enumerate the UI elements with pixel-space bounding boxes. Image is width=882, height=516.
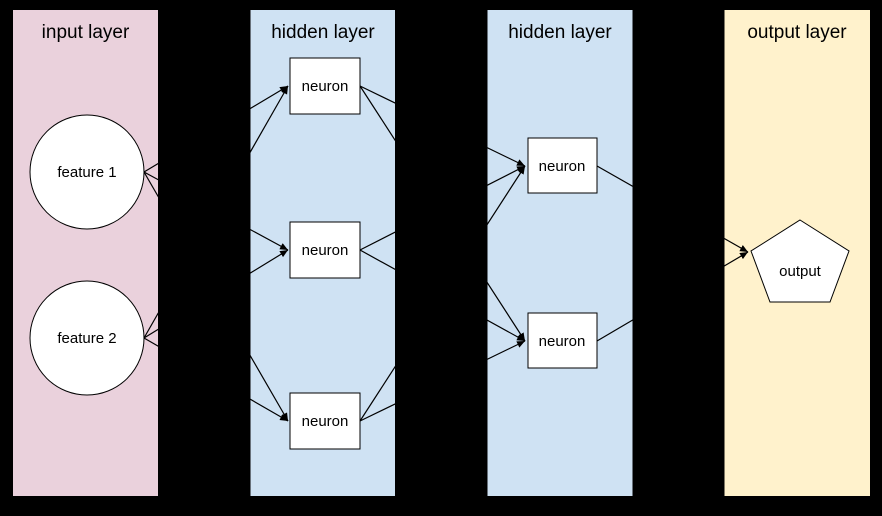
edge-neuron-1-to-neuron-5 bbox=[359, 85, 526, 342]
edge-feature-2-to-neuron-2 bbox=[143, 249, 289, 339]
hidden-layer-2-panel bbox=[487, 10, 633, 496]
edge-feature-1-to-neuron-3 bbox=[143, 171, 289, 422]
edge-neuron-5-to-output bbox=[596, 251, 749, 342]
output-label: output bbox=[779, 263, 822, 280]
edge-feature-2-to-neuron-1 bbox=[143, 85, 289, 339]
output-layer-title: output layer bbox=[747, 22, 847, 43]
neuron-1-node bbox=[289, 57, 361, 115]
neuron-2-node bbox=[289, 221, 361, 279]
output-node bbox=[750, 219, 850, 303]
edge-neuron-3-to-neuron-5 bbox=[359, 340, 526, 422]
edge-neuron-2-to-neuron-4 bbox=[359, 165, 526, 251]
hidden-layer-1-title: hidden layer bbox=[271, 22, 375, 43]
edge-neuron-2-to-neuron-5 bbox=[359, 249, 526, 342]
feature-1-node bbox=[29, 114, 145, 230]
feature-2-label: feature 2 bbox=[57, 330, 116, 347]
input-layer-title: input layer bbox=[42, 22, 130, 43]
neuron-5-label: neuron bbox=[539, 333, 586, 350]
edge-feature-2-to-neuron-3 bbox=[143, 337, 289, 422]
feature-2-node bbox=[29, 280, 145, 396]
hidden-layer-2-title: hidden layer bbox=[508, 22, 612, 43]
input-layer-panel bbox=[13, 10, 158, 496]
neuron-4-label: neuron bbox=[539, 158, 586, 175]
neuron-1-label: neuron bbox=[302, 78, 349, 95]
edge-neuron-1-to-neuron-4 bbox=[359, 85, 526, 167]
neuron-4-node bbox=[527, 137, 598, 194]
edge-neuron-3-to-neuron-4 bbox=[359, 165, 526, 422]
edge-neuron-4-to-output bbox=[596, 165, 749, 253]
neuron-5-node bbox=[527, 312, 598, 369]
neuron-3-node bbox=[289, 392, 361, 450]
neuron-2-label: neuron bbox=[302, 242, 349, 259]
feature-1-label: feature 1 bbox=[57, 164, 116, 181]
neuron-3-label: neuron bbox=[302, 413, 349, 430]
edge-feature-1-to-neuron-1 bbox=[143, 85, 289, 173]
